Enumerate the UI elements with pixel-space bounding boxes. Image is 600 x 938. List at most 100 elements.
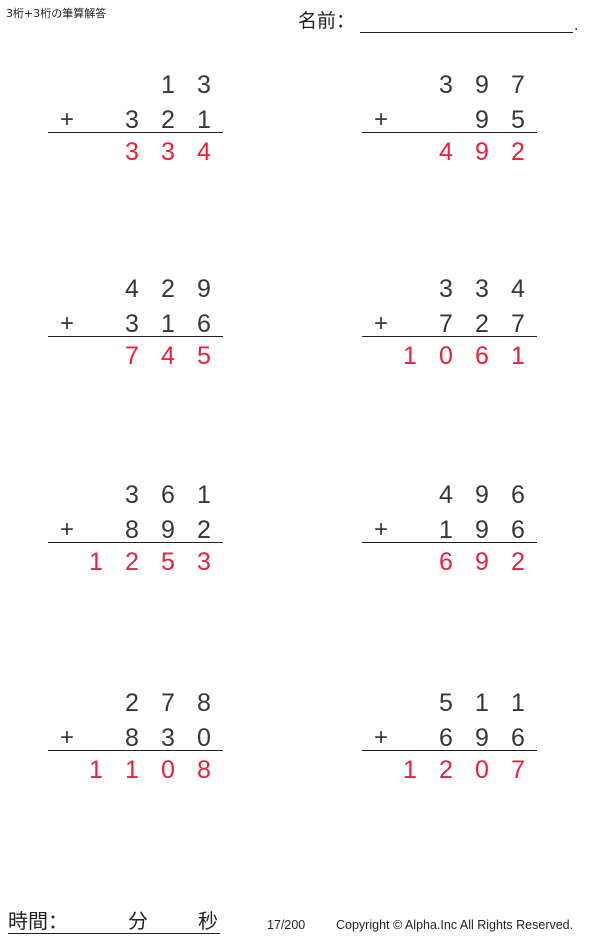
digit: 3 xyxy=(125,310,139,338)
digit: 2 xyxy=(511,138,525,166)
digit: 5 xyxy=(511,106,525,134)
plus-sign: + xyxy=(59,724,74,751)
digit: 9 xyxy=(475,548,489,576)
page-number: 17/200 xyxy=(267,918,306,932)
digit: 2 xyxy=(125,548,139,576)
digit: 4 xyxy=(439,138,453,166)
digit: 4 xyxy=(439,481,453,509)
digit: 4 xyxy=(197,138,211,166)
digit: 4 xyxy=(161,342,175,370)
sum-rule-line xyxy=(362,542,537,543)
digit: 1 xyxy=(403,342,417,370)
digit: 1 xyxy=(511,342,525,370)
digit: 3 xyxy=(475,275,489,303)
digit: 9 xyxy=(475,481,489,509)
digit: 3 xyxy=(439,71,453,99)
digit: 9 xyxy=(475,106,489,134)
digit: 3 xyxy=(439,275,453,303)
digit: 3 xyxy=(125,481,139,509)
name-label: 名前： xyxy=(298,10,356,32)
digit: 1 xyxy=(511,689,525,717)
digit: 0 xyxy=(439,342,453,370)
sum-rule-line xyxy=(362,336,537,337)
plus-sign: + xyxy=(59,516,74,543)
digit: 1 xyxy=(89,756,103,784)
digit: 6 xyxy=(511,724,525,752)
digit: 0 xyxy=(197,724,211,752)
digit: 1 xyxy=(197,481,211,509)
digit: 0 xyxy=(161,756,175,784)
plus-sign: + xyxy=(373,724,388,751)
digit: 9 xyxy=(475,516,489,544)
digit: 6 xyxy=(511,516,525,544)
plus-sign: + xyxy=(59,310,74,337)
digit: 6 xyxy=(161,481,175,509)
sum-rule-line xyxy=(48,542,223,543)
sum-rule-line xyxy=(48,750,223,751)
time-record: 時間： 分 秒 xyxy=(8,905,220,934)
digit: 3 xyxy=(197,548,211,576)
digit: 6 xyxy=(475,342,489,370)
name-input-line[interactable] xyxy=(360,32,573,33)
plus-sign: + xyxy=(373,516,388,543)
digit: 8 xyxy=(197,689,211,717)
seconds-label: 秒 xyxy=(198,909,218,933)
digit: 2 xyxy=(511,548,525,576)
digit: 6 xyxy=(439,724,453,752)
digit: 9 xyxy=(197,275,211,303)
copyright-notice: Copyright © Alpha.Inc All Rights Reserve… xyxy=(336,918,574,932)
digit: 4 xyxy=(125,275,139,303)
time-label: 時間： xyxy=(8,909,68,933)
name-end-mark: . xyxy=(574,18,579,34)
digit: 2 xyxy=(475,310,489,338)
plus-sign: + xyxy=(373,310,388,337)
digit: 1 xyxy=(89,548,103,576)
digit: 3 xyxy=(161,138,175,166)
sum-rule-line xyxy=(362,132,537,133)
digit: 6 xyxy=(439,548,453,576)
digit: 3 xyxy=(125,106,139,134)
digit: 2 xyxy=(197,516,211,544)
digit: 8 xyxy=(125,516,139,544)
digit: 1 xyxy=(475,689,489,717)
digit: 9 xyxy=(475,71,489,99)
sum-rule-line xyxy=(48,336,223,337)
sum-rule-line xyxy=(48,132,223,133)
digit: 1 xyxy=(439,516,453,544)
digit: 0 xyxy=(475,756,489,784)
name-field-area: 名前： . xyxy=(298,6,588,34)
digit: 5 xyxy=(197,342,211,370)
digit: 7 xyxy=(511,310,525,338)
digit: 5 xyxy=(439,689,453,717)
digit: 3 xyxy=(197,71,211,99)
digit: 6 xyxy=(197,310,211,338)
minutes-label: 分 xyxy=(128,909,148,933)
digit: 1 xyxy=(197,106,211,134)
digit: 2 xyxy=(161,275,175,303)
